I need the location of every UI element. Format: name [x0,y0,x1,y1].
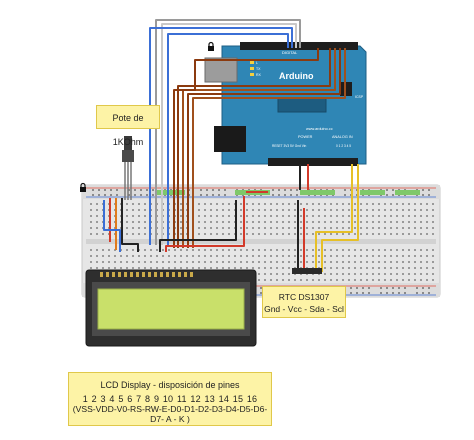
lcd-module [85,269,257,347]
wires-top [149,19,301,245]
usb-connector [204,57,238,83]
rtc-module [292,268,322,274]
wires-power-rtc [159,164,359,272]
rx-label: RX [256,73,262,77]
lock-icon [208,41,214,51]
icsp-label: ICSP [355,95,364,99]
lcd-pin-numbers: 1 2 3 4 5 6 7 8 9 10 11 12 13 14 15 16 [82,394,258,404]
arduino-site-text: www.arduino.cc [306,127,333,131]
lcd-pin-header [100,272,193,277]
lock-icon [80,182,86,192]
pot-label: Pote de 1KOhm [112,113,144,147]
rtc-note: RTC DS1307 Gnd - Vcc - Sda - Scl [262,286,346,318]
arduino-logo-text: Arduino [279,71,314,81]
lcd-note-title: LCD Display - disposición de pines [100,380,240,390]
wires-brown-bus [173,48,346,248]
potentiometer [122,136,134,200]
digital-label: DIGITAL [282,50,298,55]
tx-label: TX [256,67,261,71]
lcd-note: LCD Display - disposición de pines 1 2 3… [68,372,272,426]
lcd-screen [97,288,245,330]
pot-note: Pote de 1KOhm [96,105,160,147]
wires-pot [103,198,139,252]
power-pins-label: RESET 3V3 5V Gnd Vin [272,144,306,148]
analog-pins-label: 0 1 2 3 4 5 [336,144,351,148]
power-label: POWER [298,135,313,139]
l-led-label: L [256,61,258,65]
rtc-title: RTC DS1307 [278,292,330,302]
power-analog-header [268,158,358,166]
power-jack [214,126,246,152]
rtc-pins: Gnd - Vcc - Sda - Scl [264,304,344,314]
analog-label: ANALOG IN [332,135,353,139]
lcd-pin-names: (VSS-VDD-V0-RS-RW-E-D0-D1-D2-D3-D4-D5-D6… [72,404,268,424]
microcontroller-chip [277,97,327,113]
